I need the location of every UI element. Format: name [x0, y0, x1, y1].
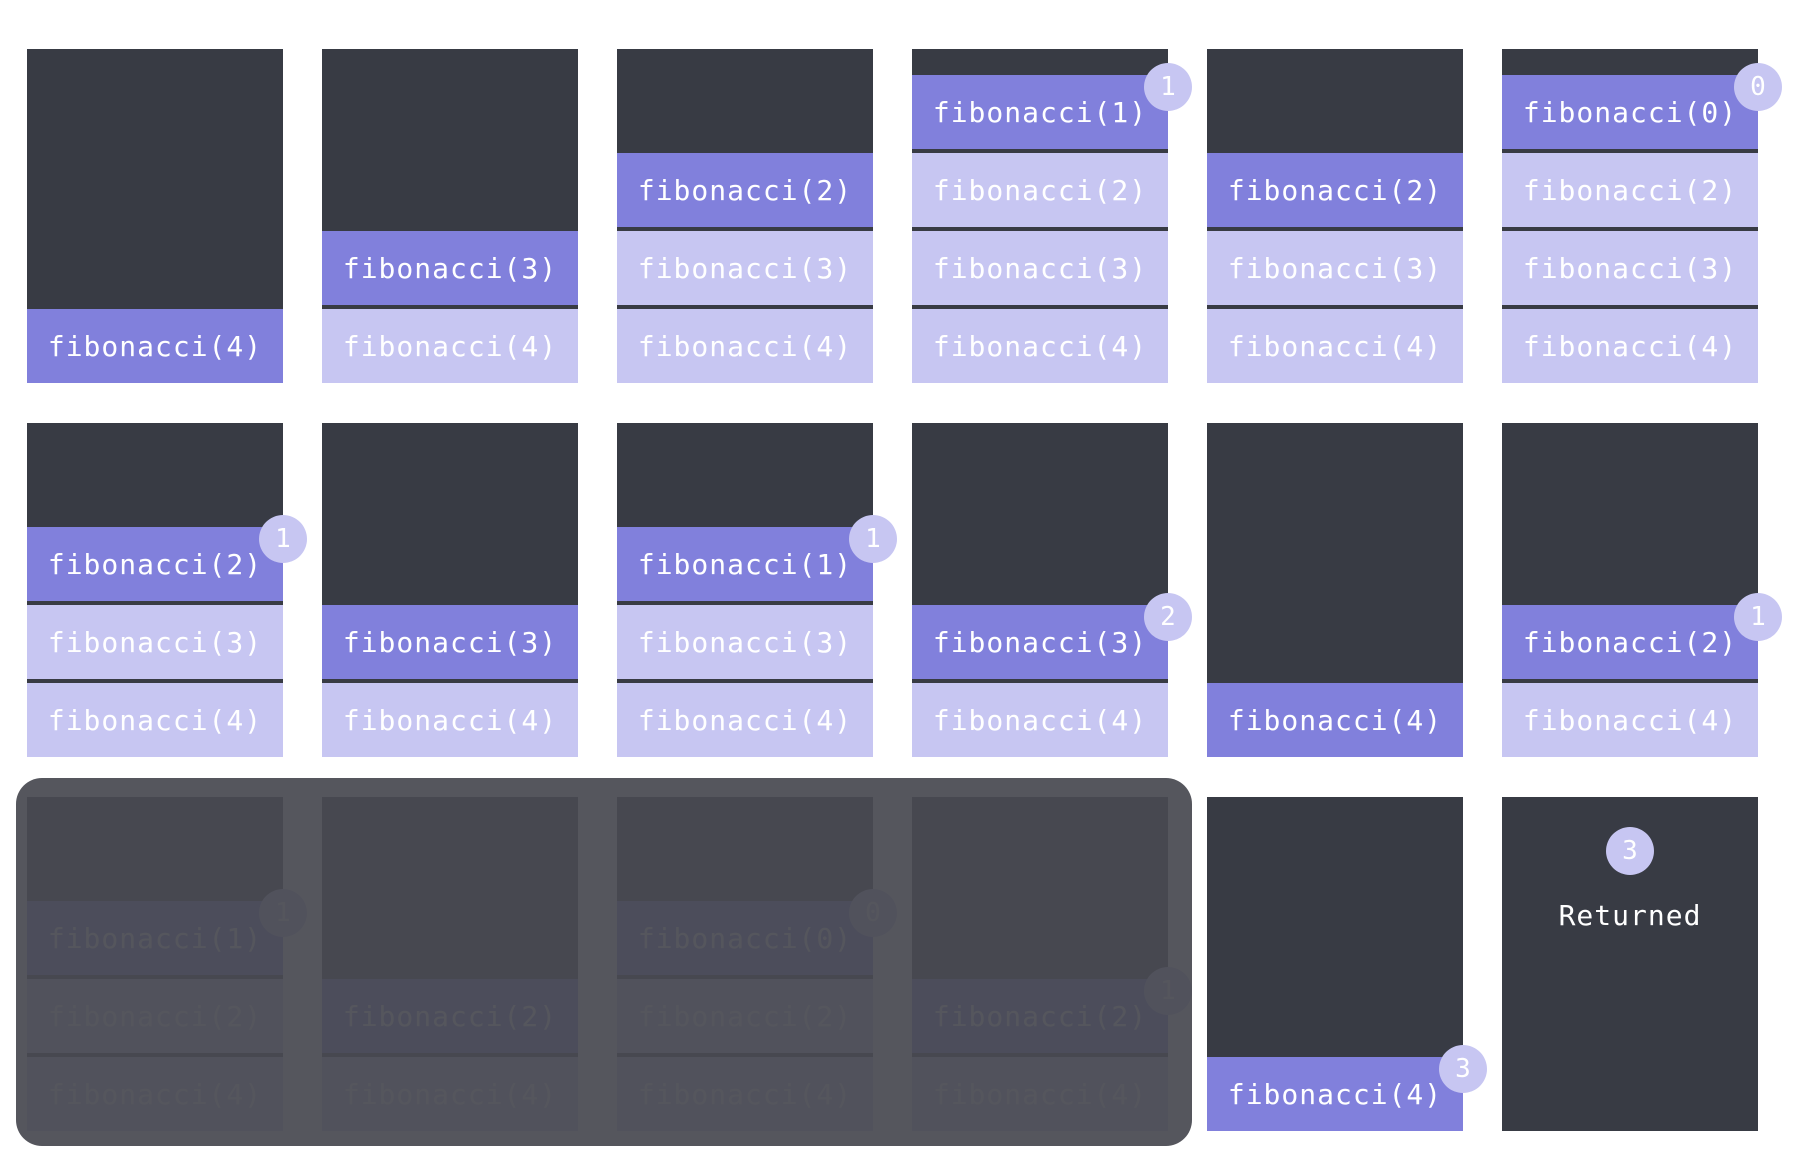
stack-snapshot: fibonacci(2)fibonacci(3)fibonacci(4)	[617, 49, 873, 383]
return-value-badge: 1	[1734, 593, 1782, 641]
active-stack-frame: fibonacci(3)	[912, 605, 1168, 679]
waiting-stack-frame: fibonacci(3)	[617, 605, 873, 679]
active-stack-frame: fibonacci(2)	[1207, 153, 1463, 227]
waiting-stack-frame: fibonacci(3)	[912, 231, 1168, 305]
active-stack-frame: fibonacci(3)	[322, 605, 578, 679]
stack-snapshot: fibonacci(4)3	[1207, 797, 1487, 1131]
return-value-badge: 3	[1439, 1045, 1487, 1093]
stack-snapshot: fibonacci(1)fibonacci(3)fibonacci(4) 1	[617, 423, 897, 757]
active-stack-frame: fibonacci(2)	[617, 153, 873, 227]
waiting-stack-frame: fibonacci(3)	[27, 605, 283, 679]
waiting-stack-frame: fibonacci(2)	[1502, 153, 1758, 227]
stack-snapshot: fibonacci(3)fibonacci(4)	[322, 423, 578, 757]
return-value-badge: 1	[849, 515, 897, 563]
waiting-stack-frame: fibonacci(4)	[617, 683, 873, 757]
waiting-stack-frame: fibonacci(4)	[1207, 309, 1463, 383]
stack-snapshot: fibonacci(1)fibonacci(2)fibonacci(3)fibo…	[912, 49, 1192, 383]
active-stack-frame: fibonacci(2)	[1502, 605, 1758, 679]
return-value-badge: 2	[1144, 593, 1192, 641]
returned-label: Returned	[1558, 899, 1702, 932]
return-value-badge: 0	[1734, 63, 1782, 111]
waiting-stack-frame: fibonacci(4)	[322, 683, 578, 757]
active-stack-frame: fibonacci(4)	[1207, 683, 1463, 757]
stack-snapshot: fibonacci(3)fibonacci(4)	[322, 49, 578, 383]
waiting-stack-frame: fibonacci(4)	[617, 309, 873, 383]
stack-snapshot: fibonacci(0)fibonacci(2)fibonacci(3)fibo…	[1502, 49, 1782, 383]
waiting-stack-frame: fibonacci(2)	[912, 153, 1168, 227]
active-stack-frame: fibonacci(2)	[27, 527, 283, 601]
waiting-stack-frame: fibonacci(4)	[27, 683, 283, 757]
active-stack-frame: fibonacci(4)	[27, 309, 283, 383]
stack-snapshot: fibonacci(3)fibonacci(4) 2	[912, 423, 1192, 757]
active-stack-frame: fibonacci(3)	[322, 231, 578, 305]
waiting-stack-frame: fibonacci(3)	[1502, 231, 1758, 305]
stack-snapshot: fibonacci(4)	[1207, 423, 1463, 757]
waiting-stack-frame: fibonacci(4)	[912, 309, 1168, 383]
waiting-stack-frame: fibonacci(4)	[912, 683, 1168, 757]
stack-snapshot: fibonacci(4)	[27, 49, 283, 383]
waiting-stack-frame: fibonacci(3)	[1207, 231, 1463, 305]
stack-snapshot: fibonacci(2)fibonacci(3)fibonacci(4)	[1207, 49, 1463, 383]
return-value-badge: 1	[1144, 63, 1192, 111]
stack-snapshot: fibonacci(2)fibonacci(3)fibonacci(4) 1	[27, 423, 307, 757]
active-stack-frame: fibonacci(4)	[1207, 1057, 1463, 1131]
return-value-badge: 1	[259, 515, 307, 563]
waiting-stack-frame: fibonacci(4)	[322, 309, 578, 383]
active-stack-frame: fibonacci(1)	[912, 75, 1168, 149]
active-stack-frame: fibonacci(1)	[617, 527, 873, 601]
dimmed-overlay	[16, 778, 1192, 1146]
final-result-badge: 3	[1606, 827, 1654, 875]
waiting-stack-frame: fibonacci(4)	[1502, 683, 1758, 757]
waiting-stack-frame: fibonacci(3)	[617, 231, 873, 305]
waiting-stack-frame: fibonacci(4)	[1502, 309, 1758, 383]
active-stack-frame: fibonacci(0)	[1502, 75, 1758, 149]
stack-snapshot: fibonacci(2)fibonacci(4) 1	[1502, 423, 1782, 757]
